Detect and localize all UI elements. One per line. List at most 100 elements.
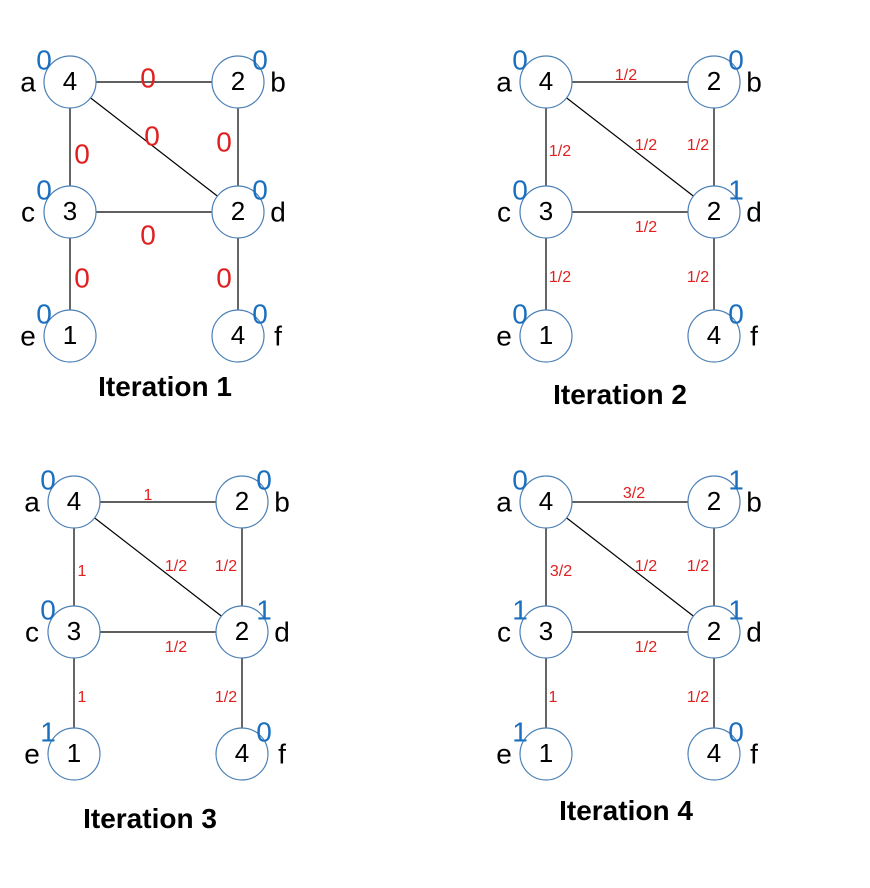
node-badge-a: 0 [36, 44, 52, 75]
node-a: 4a0 [24, 464, 101, 529]
edge-label-d-f: 1/2 [215, 689, 237, 706]
node-circle-d [687, 185, 741, 239]
node-badge-c: 1 [512, 594, 528, 625]
node-value-b: 2 [707, 66, 721, 96]
edge-label-a-c: 1/2 [549, 143, 571, 160]
node-value-e: 1 [539, 738, 553, 768]
node-badge-b: 0 [728, 44, 744, 75]
node-circle-f [687, 309, 741, 363]
node-letter-b: b [274, 486, 290, 517]
node-badge-a: 0 [512, 464, 528, 495]
node-circle-c [519, 605, 573, 659]
node-value-e: 1 [67, 738, 81, 768]
node-letter-f: f [278, 738, 286, 769]
node-badge-b: 1 [728, 464, 744, 495]
edge-label-c-e: 1/2 [549, 269, 571, 286]
node-letter-c: c [497, 196, 511, 227]
node-badge-f: 0 [728, 298, 744, 329]
node-badge-f: 0 [256, 716, 272, 747]
node-value-f: 4 [235, 738, 249, 768]
node-badge-a: 0 [512, 44, 528, 75]
node-a: 4a0 [496, 464, 573, 529]
node-letter-b: b [746, 66, 762, 97]
node-badge-e: 0 [36, 298, 52, 329]
edge-label-c-e: 1 [78, 689, 87, 706]
node-circle-f [211, 309, 265, 363]
node-e: 1e1 [496, 716, 573, 781]
panel-title: Iteration 4 [559, 795, 693, 826]
node-badge-a: 0 [40, 464, 56, 495]
edge-label-a-d: 1/2 [165, 558, 187, 575]
node-value-d: 2 [231, 196, 245, 226]
node-value-b: 2 [235, 486, 249, 516]
node-value-c: 3 [63, 196, 77, 226]
node-value-d: 2 [707, 616, 721, 646]
panel-title: Iteration 2 [553, 379, 687, 410]
edge-label-a-b: 1 [144, 487, 153, 504]
node-circle-f [215, 727, 269, 781]
node-letter-e: e [24, 738, 40, 769]
edge-label-a-d: 1/2 [635, 558, 657, 575]
node-circle-a [47, 475, 101, 529]
node-letter-d: d [746, 616, 762, 647]
edge-a-d [90, 97, 218, 197]
node-value-e: 1 [539, 320, 553, 350]
edge-label-a-c: 3/2 [550, 563, 572, 580]
node-circle-c [43, 185, 97, 239]
node-c: 3c0 [21, 174, 97, 239]
node-circle-b [211, 55, 265, 109]
edge-label-c-d: 1/2 [165, 639, 187, 656]
node-circle-a [519, 475, 573, 529]
panel-title: Iteration 3 [83, 803, 217, 834]
node-value-d: 2 [707, 196, 721, 226]
node-circle-a [519, 55, 573, 109]
node-letter-d: d [270, 196, 286, 227]
node-c: 3c0 [25, 594, 101, 659]
node-circle-d [215, 605, 269, 659]
node-badge-c: 0 [40, 594, 56, 625]
node-badge-c: 0 [512, 174, 528, 205]
node-c: 3c1 [497, 594, 573, 659]
node-circle-e [519, 309, 573, 363]
edge-a-d [566, 517, 694, 617]
node-badge-f: 0 [252, 298, 268, 329]
node-letter-a: a [24, 486, 40, 517]
node-circle-b [687, 475, 741, 529]
edge-label-a-b: 1/2 [615, 67, 637, 84]
node-value-b: 2 [707, 486, 721, 516]
edge-label-b-d: 1/2 [687, 137, 709, 154]
node-value-a: 4 [67, 486, 81, 516]
edge-label-b-d: 1/2 [215, 558, 237, 575]
node-letter-d: d [746, 196, 762, 227]
edge-label-a-d: 1/2 [635, 137, 657, 154]
edge-label-c-e: 0 [74, 262, 90, 293]
edge-label-b-d: 1/2 [687, 558, 709, 575]
node-letter-c: c [21, 196, 35, 227]
node-letter-e: e [496, 320, 512, 351]
node-value-a: 4 [539, 66, 553, 96]
edge-label-a-d: 0 [144, 120, 160, 151]
node-a: 4a0 [496, 44, 573, 109]
edge-label-d-f: 0 [216, 262, 232, 293]
node-value-c: 3 [539, 196, 553, 226]
edge-label-a-c: 0 [74, 138, 90, 169]
node-circle-a [43, 55, 97, 109]
node-badge-d: 1 [728, 594, 744, 625]
edge-label-c-d: 1/2 [635, 639, 657, 656]
node-value-e: 1 [63, 320, 77, 350]
edge-label-a-b: 0 [140, 62, 156, 93]
node-value-b: 2 [231, 66, 245, 96]
node-value-d: 2 [235, 616, 249, 646]
